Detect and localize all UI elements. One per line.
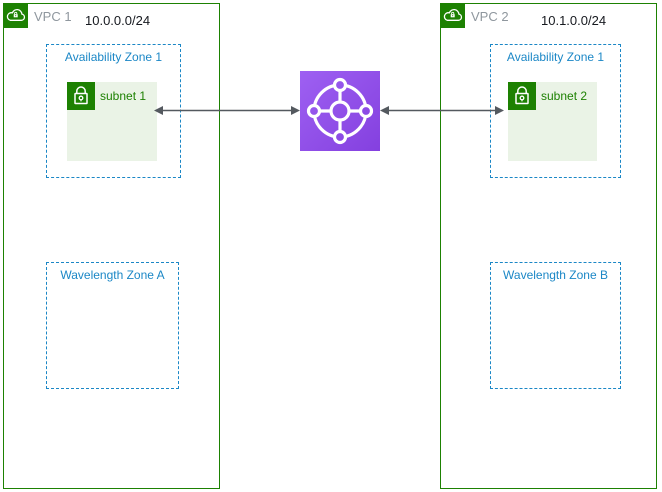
wavelength-zone-label: Wavelength Zone B: [503, 268, 608, 282]
wavelength-zone-label: Wavelength Zone A: [60, 268, 165, 282]
subnet-1-label: subnet 1: [100, 89, 147, 103]
arrow-tgw-subnet2: [380, 106, 504, 115]
availability-zone-label: Availability Zone 1: [64, 50, 163, 64]
vpc-2-label: VPC 2: [471, 9, 509, 24]
vpc-1-container: VPC 1 10.0.0.0/24 Availability Zone 1 su…: [3, 3, 220, 489]
subnet-2-group: subnet 2: [508, 82, 597, 161]
lock-icon: [508, 82, 536, 110]
vpc-2-container: VPC 2 10.1.0.0/24 Availability Zone 1 su…: [440, 3, 657, 489]
transit-gateway-icon: [300, 71, 380, 151]
vpc-2-cidr: 10.1.0.0/24: [541, 13, 607, 28]
arrow-subnet1-tgw: [154, 106, 300, 115]
vpc-1-cidr: 10.0.0.0/24: [85, 13, 151, 28]
subnet-2-label: subnet 2: [541, 89, 588, 103]
vpc-cloud-lock-icon: [3, 3, 28, 28]
vpc-1-wavelength-zone-box: Wavelength Zone A: [46, 262, 179, 389]
availability-zone-label: Availability Zone 1: [506, 50, 605, 64]
vpc-2-wavelength-zone-box: Wavelength Zone B: [490, 262, 621, 389]
connection-arrows: [154, 106, 504, 115]
vpc-1-label: VPC 1: [34, 9, 72, 24]
vpc-2-availability-zone-box: Availability Zone 1 subnet 2: [490, 44, 621, 178]
vpc-1-availability-zone-box: Availability Zone 1 subnet 1: [46, 44, 181, 178]
vpc-cloud-lock-icon: [440, 3, 465, 28]
subnet-1-group: subnet 1: [67, 82, 157, 161]
lock-icon: [67, 82, 95, 110]
